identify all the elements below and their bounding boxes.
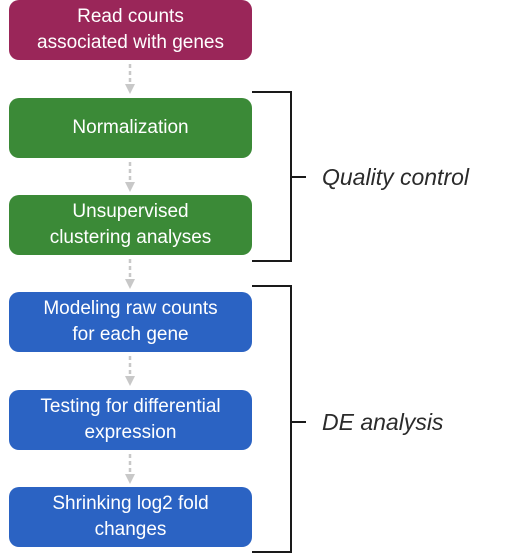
de-analysis-bracket-tick	[292, 421, 306, 423]
step-modeling-raw-counts-line2: for each gene	[72, 324, 189, 345]
step-read-counts-line2: associated with genes	[37, 32, 224, 53]
quality-control-bracket-tick	[292, 176, 306, 178]
arrow-down-icon	[124, 355, 136, 387]
arrow-down-icon	[124, 453, 136, 485]
step-modeling-raw-counts: Modeling raw counts for each gene	[9, 292, 252, 352]
step-read-counts: Read counts associated with genes	[9, 0, 252, 60]
step-unsupervised-clustering-line2: clustering analyses	[49, 227, 212, 248]
step-normalization: Normalization	[9, 98, 252, 158]
step-modeling-raw-counts-line1: Modeling raw counts	[43, 298, 218, 319]
step-unsupervised-clustering: Unsupervised clustering analyses	[9, 195, 252, 255]
step-testing-differential-expression-line2: expression	[84, 422, 177, 443]
group-label-de-analysis: DE analysis	[322, 409, 444, 435]
step-shrinking-log2-fold-changes-line1: Shrinking log2 fold	[52, 493, 209, 514]
step-unsupervised-clustering-line1: Unsupervised	[72, 201, 189, 222]
step-normalization-label: Normalization	[72, 117, 189, 138]
step-testing-differential-expression-line1: Testing for differential	[40, 396, 221, 417]
group-label-quality-control: Quality control	[322, 164, 470, 190]
step-shrinking-log2-fold-changes: Shrinking log2 fold changes	[9, 487, 252, 547]
arrow-down-icon	[124, 258, 136, 290]
arrow-down-icon	[124, 63, 136, 95]
de-analysis-bracket	[252, 285, 292, 553]
quality-control-bracket	[252, 91, 292, 262]
arrow-down-icon	[124, 161, 136, 193]
step-read-counts-line1: Read counts	[77, 6, 184, 27]
step-testing-differential-expression: Testing for differential expression	[9, 390, 252, 450]
step-shrinking-log2-fold-changes-line2: changes	[94, 519, 167, 540]
